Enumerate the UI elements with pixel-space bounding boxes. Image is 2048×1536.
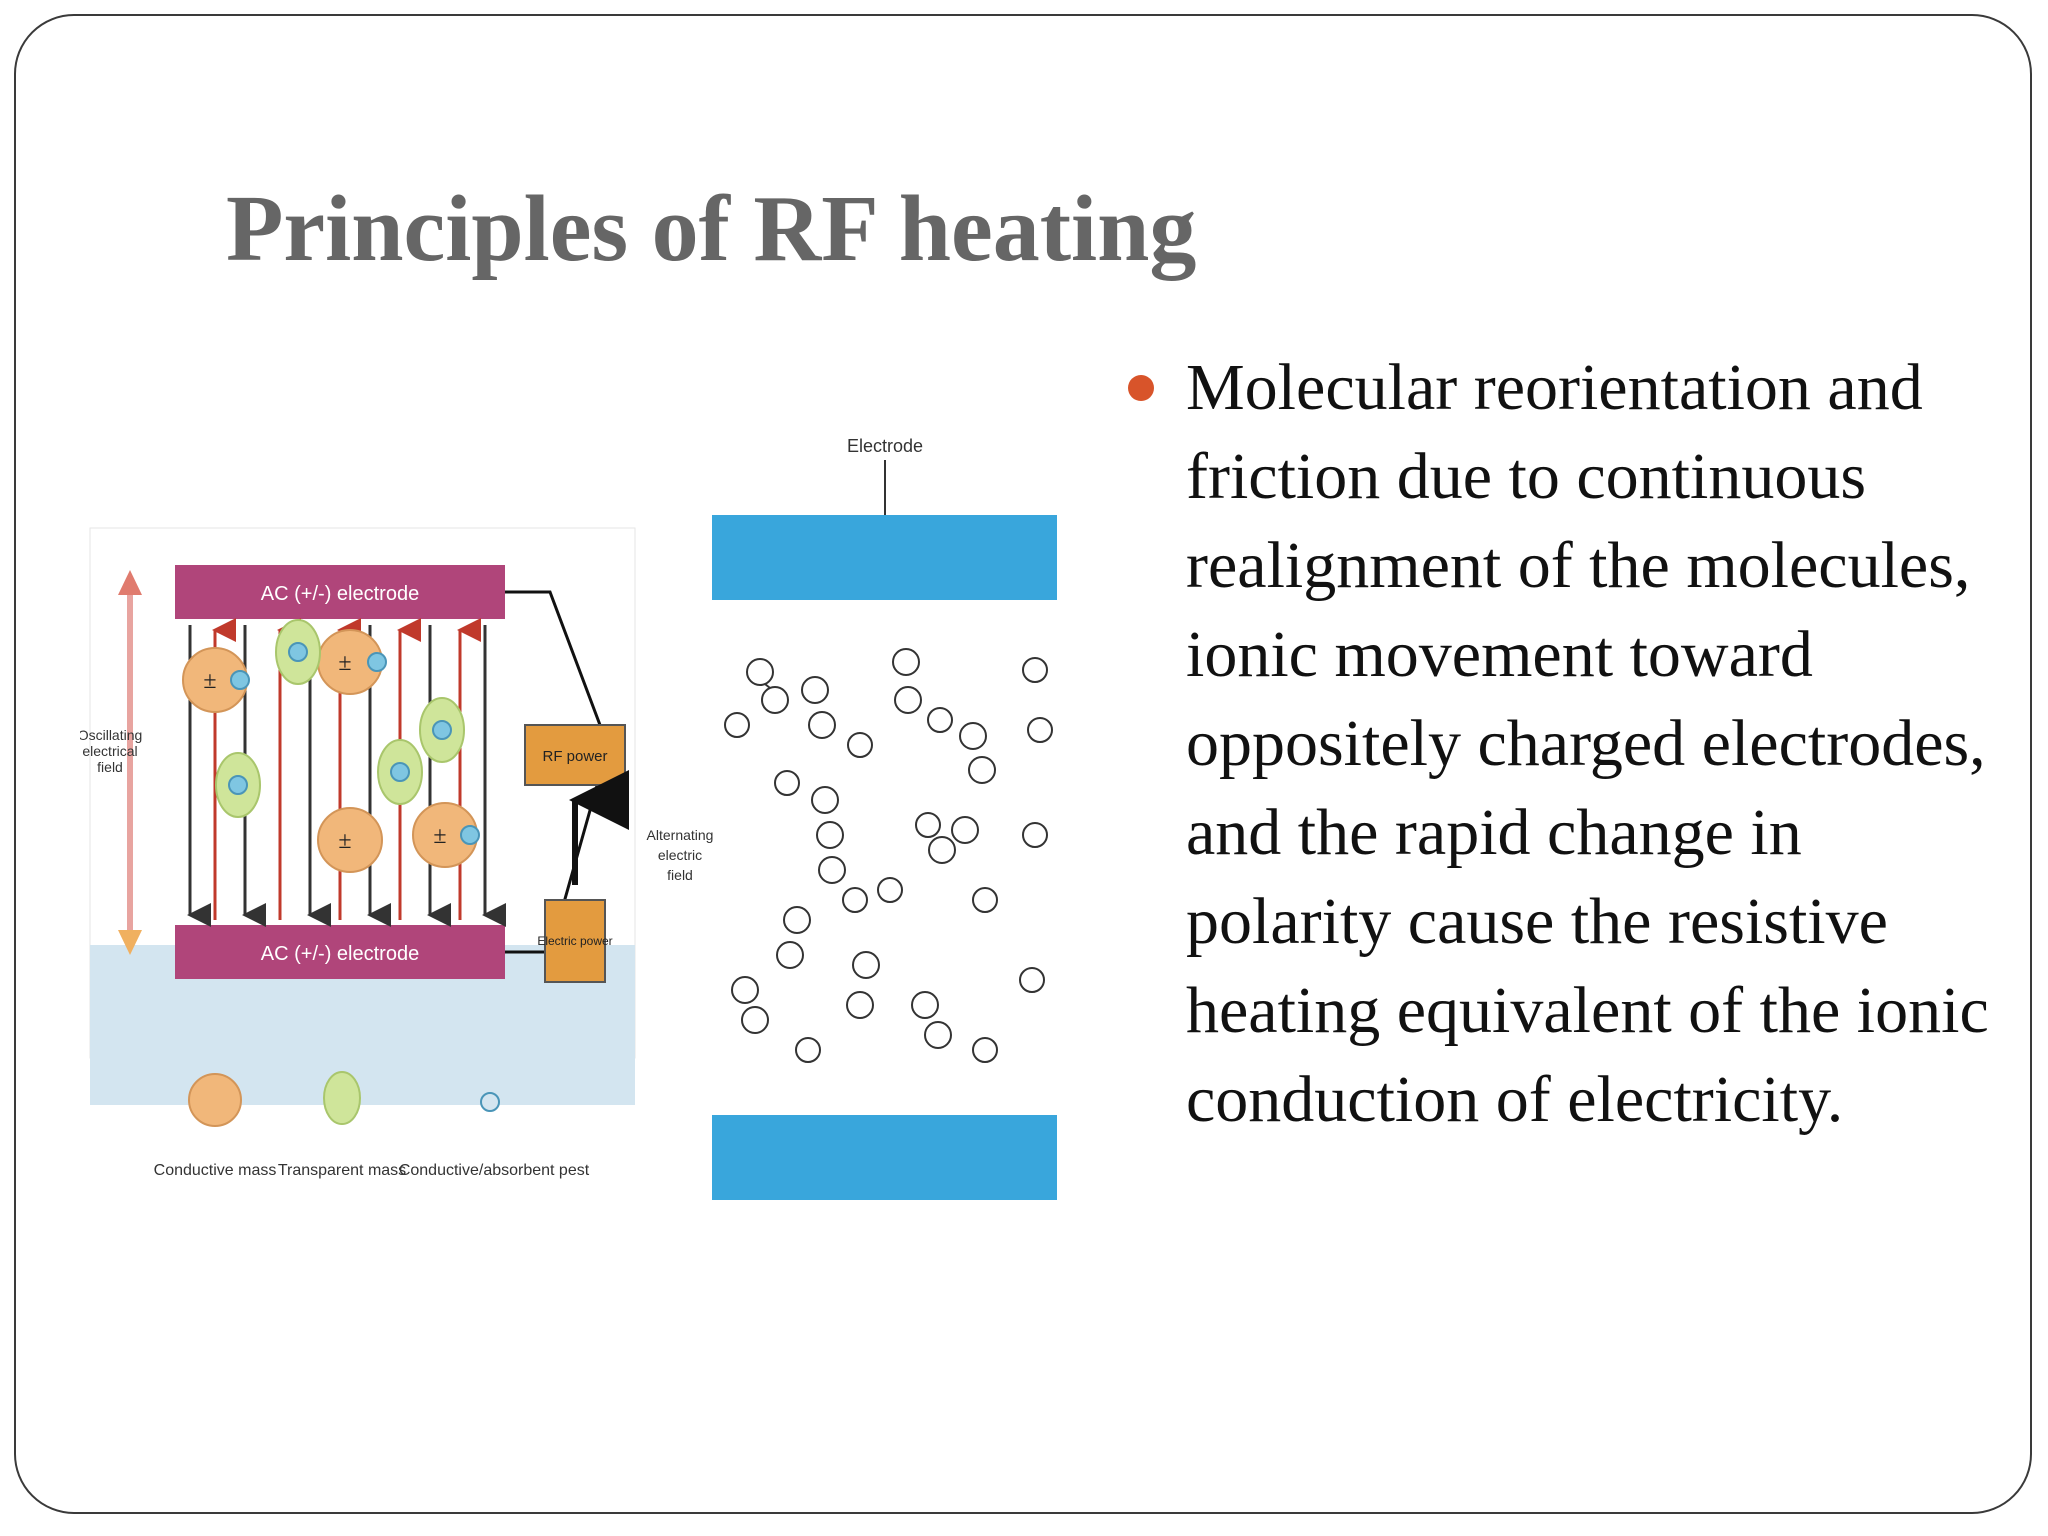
bottom-plate [712,1115,1057,1200]
top-electrode [175,565,505,619]
electrode-label: Electrode [847,436,923,456]
rf-power-label: RF power [542,748,607,765]
ion-markers [724,657,1053,1063]
top-electrode-label: AC (+/-) electrode [261,583,419,605]
svg-text:±: ± [433,823,446,849]
bullet-marker [1128,375,1154,401]
legend-transparent-mass: Transparent mass [278,1162,406,1179]
rf-heating-diagram: AC (+/-) electrode AC (+/-) electrode Os… [80,380,1110,1270]
slide-title: Principles of RF heating [226,177,1197,281]
svg-text:±: ± [338,650,351,676]
electric-power-label: Electric power [537,934,612,948]
pest-group [228,642,480,845]
bottom-electrode-label: AC (+/-) electrode [261,943,419,965]
electric-power-box [544,899,606,983]
conductive-mass-group: ± ± ± ± [182,629,478,873]
left-panel: AC (+/-) electrode AC (+/-) electrode Os… [80,527,636,1179]
legend-conductive-mass: Conductive mass [154,1162,277,1179]
bottom-electrode [175,925,505,979]
legend-conductive-pest: Conductive/absorbent pest [399,1162,590,1179]
svg-text:±: ± [203,668,216,694]
bullet-text: Molecular reorientation and friction due… [1186,351,1989,1136]
dipole-molecules [731,648,996,1049]
top-plate [712,515,1057,600]
svg-text:±: ± [338,828,351,854]
